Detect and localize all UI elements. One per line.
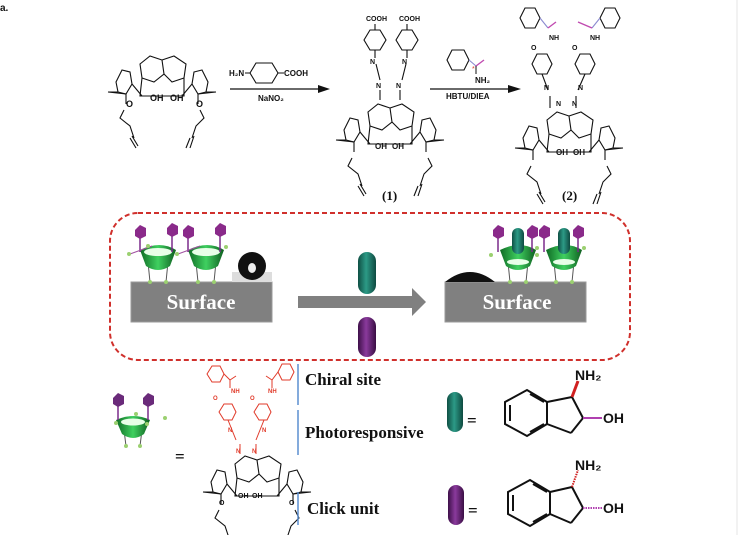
reagent2-amine: NH₂ [475,76,491,85]
start-oh-1: OH [150,93,164,103]
legend-calix-cartoon [113,393,167,448]
cmpd2-n-4: N [572,101,577,108]
cmpd1-n-2: N [402,59,407,66]
cmpd1-oh-2: OH [392,142,404,151]
legend-equals-teal: = [467,411,477,430]
legend-nh-2: NH [268,389,277,395]
start-o-1: O [126,99,133,109]
teal-capsule-enantiomer [358,252,376,294]
cmpd1-cooh-2: COOH [399,16,420,23]
calix-cartoon-left-2 [175,223,228,284]
label-chiral-site: Chiral site [305,370,381,389]
legend-nh-1: NH [231,389,240,395]
reagent1-condition: NaNO₂ [258,94,284,103]
reagent1-amine: H₂N [229,69,244,78]
legend-equals-purple: = [468,501,478,520]
cmpd1-oh-1: OH [375,142,387,151]
legend-o-3: O [219,500,225,507]
legend-oh-1: OH [238,493,249,500]
cmpd1-n-4: N [396,83,401,90]
calix-cartoon-right-2 [535,225,586,284]
legend-n-1: N [228,428,232,434]
aminoindanol-structure-purple [507,469,602,528]
legend-purple-capsule [448,485,464,525]
aminoindanol-structure-teal [504,380,602,438]
process-arrow [298,288,426,316]
reagent-aminobenzoic-acid: H₂N COOH [229,62,308,84]
surface-left-label: Surface [167,290,236,314]
purple-capsule-enantiomer [358,317,376,357]
reagent-phenylethylamine: * NH₂ [446,49,491,85]
compound-1-calixarene [335,103,445,197]
corner-mark: a. [0,3,9,14]
water-droplet-left [232,252,272,282]
legend-teal-capsule [447,392,463,432]
teal-molecule-hydroxyl: OH [603,410,624,426]
cmpd2-o-1: O [531,45,537,52]
label-photoresponsive: Photoresponsive [305,423,424,442]
cmpd2-o-2: O [572,45,578,52]
cmpd2-oh-1: OH [556,148,568,157]
reaction-arrowhead-1 [318,85,330,93]
cmpd1-n-1: N [370,59,375,66]
label-click-unit: Click unit [307,499,380,518]
purple-molecule-amine: NH₂ [575,457,601,473]
legend-n-4: N [252,449,256,455]
start-o-2: O [196,99,203,109]
legend-oh-2: OH [252,493,263,500]
cmpd1-n-3: N [376,83,381,90]
surface-left [130,281,273,323]
legend-o-4: O [289,500,295,507]
compound-2-structure [519,7,621,108]
reagent2-condition: HBTU/DIEA [446,92,490,101]
dashed-panel-border [109,212,631,361]
legend-n-2: N [262,428,266,434]
reagent2-chiral-mark: * [472,66,475,73]
compound-1-structure [363,24,419,100]
cmpd2-n-3: N [556,101,561,108]
reaction-arrowhead-2 [508,85,521,93]
compound-2-label: (2) [562,188,577,203]
legend-n-3: N [236,449,240,455]
start-oh-2: OH [170,93,184,103]
cmpd2-nh-1: NH [549,35,559,42]
surface-right-label: Surface [483,290,552,314]
cmpd1-cooh-1: COOH [366,16,387,23]
cmpd2-nh-2: NH [590,35,600,42]
compound-1-label: (1) [382,188,397,203]
cmpd2-n-2: N [578,85,583,92]
calix-cartoon-right-1 [489,225,539,284]
legend-red-structure [206,363,295,454]
teal-molecule-amine: NH₂ [575,367,601,383]
cmpd2-oh-2: OH [573,148,585,157]
legend-o-1: O [213,396,218,402]
surface-right [444,281,587,323]
reagent1-acid: COOH [284,69,308,78]
purple-molecule-hydroxyl: OH [603,500,624,516]
legend-o-2: O [250,396,255,402]
calix-cartoon-left-1 [127,223,178,284]
cmpd2-n-1: N [544,85,549,92]
water-droplet-right [445,272,495,282]
legend-equals-calix: = [175,447,185,466]
